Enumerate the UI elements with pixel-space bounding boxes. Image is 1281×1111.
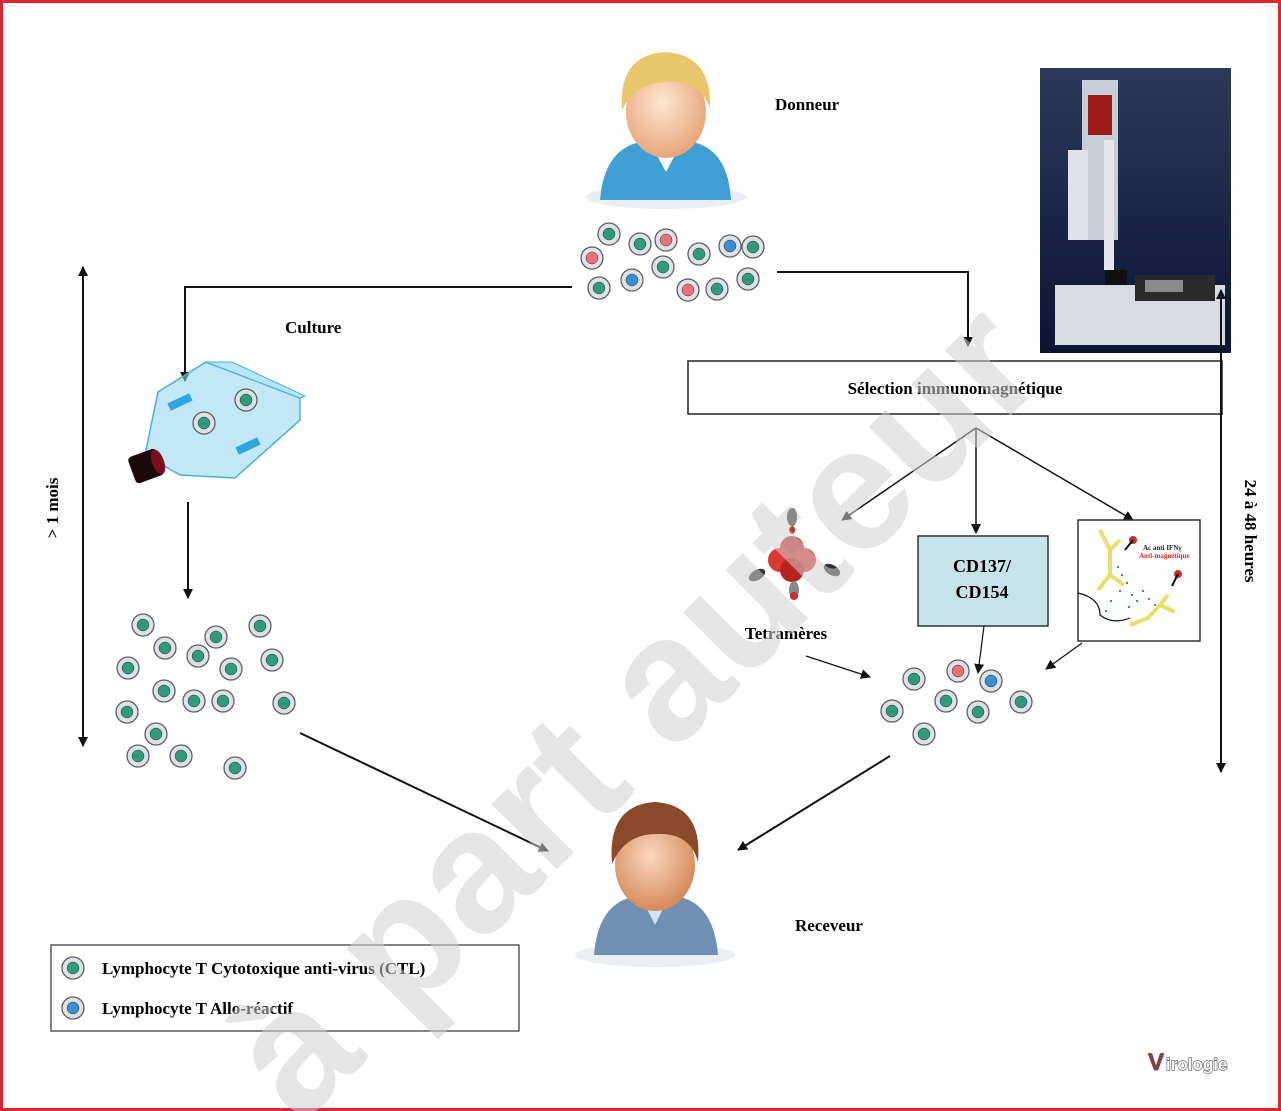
cd-label-line1: CD137/: [953, 556, 1012, 576]
cell-blue: [620, 268, 644, 292]
donor-label: Donneur: [775, 95, 840, 114]
arrow-ifn-to-cells: [1045, 642, 1083, 670]
selection-label: Sélection immunomagnétique: [848, 379, 1063, 398]
expanded-ctl-cluster: [115, 613, 296, 780]
arrow-selected-to-recipient: [737, 755, 891, 851]
cell-teal: [628, 232, 652, 256]
cell-teal: [116, 656, 140, 680]
legend-item-label: Lymphocyte T Cytotoxique anti-virus (CTL…: [102, 959, 425, 978]
donor-person-icon: [586, 52, 746, 209]
culture-flask-icon: [128, 361, 307, 484]
cell-teal: [587, 276, 611, 300]
arrow-donor-to-selection: [777, 271, 973, 347]
cell-teal: [126, 744, 150, 768]
arrow-donor-to-culture: [180, 286, 572, 382]
cell-teal: [597, 222, 621, 246]
cell-teal: [248, 614, 272, 638]
cell-teal: [204, 625, 228, 649]
ifn-label-line1: Ac anti IFNγ: [1143, 544, 1182, 552]
cell-teal: [934, 689, 958, 713]
cell-blue: [979, 669, 1003, 693]
cell-pink: [946, 659, 970, 683]
left-duration-label: > 1 mois: [43, 477, 62, 538]
legend: Lymphocyte T Cytotoxique anti-virus (CTL…: [50, 944, 520, 1032]
cell-teal: [880, 699, 904, 723]
cell-blue: [718, 234, 742, 258]
cell-teal: [705, 277, 729, 301]
right-duration-label: 24 à 48 heures: [1241, 479, 1260, 582]
legend-cell-teal: [61, 956, 85, 980]
brand-initial: V: [1148, 1049, 1164, 1076]
cell-teal: [966, 700, 990, 724]
cell-teal: [234, 388, 258, 412]
cell-teal: [186, 644, 210, 668]
cd-label-line2: CD154: [956, 582, 1009, 602]
watermark: à part auteur: [190, 265, 1077, 1111]
cd137-cd154-box: CD137/ CD154: [917, 535, 1049, 627]
cell-teal: [1009, 690, 1033, 714]
recipient-label: Receveur: [795, 916, 863, 935]
ifn-label-line2: Anti-magnétique: [1139, 552, 1190, 560]
cell-teal: [687, 242, 711, 266]
arrow-tetramers-to-cells: [805, 655, 871, 679]
cell-teal: [260, 648, 284, 672]
cell-teal: [736, 267, 760, 291]
ifn-capture-diagram: Ac anti IFNγ Anti-magnétique: [1077, 519, 1201, 642]
cell-teal: [192, 411, 216, 435]
cell-teal: [131, 613, 155, 637]
virologie-logo: V irologie: [1148, 1049, 1228, 1077]
selection-box: Sélection immunomagnétique: [687, 360, 1223, 415]
cell-teal: [152, 679, 176, 703]
cell-teal: [651, 255, 675, 279]
cell-teal: [115, 700, 139, 724]
cell-teal: [741, 235, 765, 259]
cell-pink: [676, 278, 700, 302]
arrow-to-ifn-capture: [975, 427, 1134, 521]
cell-teal: [211, 689, 235, 713]
donor-cell-cluster: [580, 222, 765, 302]
arrow-to-tetramers: [841, 427, 977, 521]
cell-teal: [169, 744, 193, 768]
cell-pink: [654, 228, 678, 252]
cell-teal: [902, 667, 926, 691]
legend-item-label: Lymphocyte T Allo-réactif: [102, 999, 293, 1018]
cell-teal: [912, 722, 936, 746]
cell-teal: [182, 689, 206, 713]
tetramer-icon: [748, 508, 841, 600]
cell-teal: [153, 636, 177, 660]
cell-teal: [144, 722, 168, 746]
flask-cell-cluster: [192, 388, 258, 435]
arrow-cd137-to-cells: [974, 625, 985, 674]
legend-cell-blue: [61, 996, 85, 1020]
brand-rest: irologie: [1166, 1055, 1227, 1074]
cell-teal: [272, 691, 296, 715]
cell-separator-machine-image: [1040, 68, 1231, 353]
selected-cell-cluster: [880, 659, 1033, 746]
culture-label: Culture: [285, 318, 342, 337]
cell-teal: [219, 657, 243, 681]
arrow-ctl-to-recipient: [299, 732, 549, 852]
recipient-person-icon: [575, 802, 735, 967]
tetramers-label: Tetramères: [745, 624, 828, 643]
cell-teal: [223, 756, 247, 780]
cell-pink: [580, 246, 604, 270]
